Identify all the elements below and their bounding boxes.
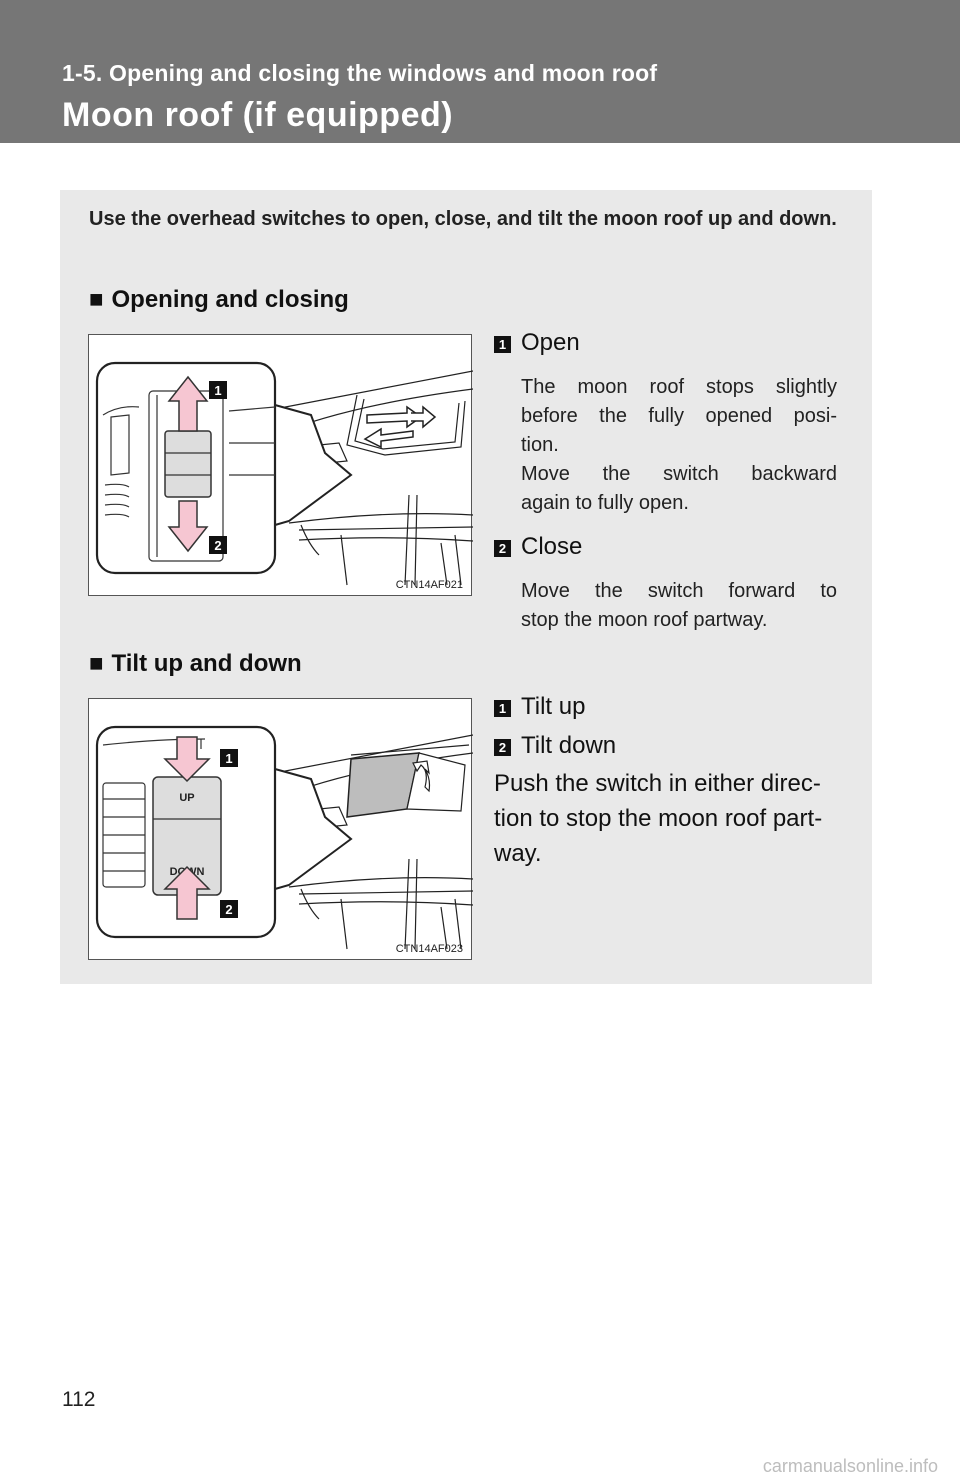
- svg-text:2: 2: [225, 902, 232, 917]
- open-close-illustration: 1 2: [95, 361, 473, 586]
- page-title: Moon roof (if equipped): [62, 96, 454, 134]
- bullet-square-icon: ■: [89, 650, 104, 677]
- watermark: carmanualsonline.info: [762, 1456, 938, 1476]
- svg-text:1: 1: [214, 383, 221, 398]
- item-desc-close: Move the switch forward to stop the moon…: [521, 580, 837, 631]
- figure-open-close-switch: 1 2 CTN14AF021: [88, 334, 473, 596]
- svg-text:2: 2: [214, 538, 221, 553]
- arrow-down-icon: [163, 736, 211, 783]
- number-badge-1: 1: [494, 336, 511, 353]
- arrow-down-icon: [167, 500, 209, 553]
- number-badge-2: 2: [494, 540, 511, 557]
- chapter-header: 1-5. Opening and closing the windows and…: [0, 0, 960, 143]
- intro-text: Use the overhead switches to open, close…: [89, 208, 837, 230]
- heading-tilt: ■ Tilt up and down: [89, 650, 302, 678]
- arrow-up-icon: [167, 375, 209, 432]
- number-badge-2: 2: [494, 739, 511, 756]
- figure-code: CTN14AF023: [395, 943, 463, 955]
- tilt-note: Push the switch in either direc- tion to…: [494, 770, 823, 867]
- item-label-tilt-down: Tilt down: [521, 732, 617, 759]
- item-label-open: Open: [521, 329, 580, 356]
- figure-code: CTN14AF021: [395, 579, 463, 591]
- heading-text: Opening and closing: [111, 286, 349, 313]
- heading-text: Tilt up and down: [111, 650, 302, 677]
- switch-up-label: UP: [179, 792, 194, 804]
- tilt-illustration: UP DOWN 1 2: [95, 725, 473, 950]
- item-label-tilt-up: Tilt up: [521, 693, 586, 720]
- section-title: 1-5. Opening and closing the windows and…: [62, 60, 658, 86]
- figure-tilt-switch: UP DOWN 1 2 CTN14AF023: [88, 698, 473, 960]
- bullet-square-icon: ■: [89, 286, 104, 313]
- svg-text:1: 1: [225, 751, 232, 766]
- heading-opening-closing: ■ Opening and closing: [89, 286, 349, 314]
- item-label-close: Close: [521, 533, 583, 560]
- arrow-up-icon: [163, 865, 211, 920]
- item-desc-open: The moon roof stops slightly before the …: [521, 376, 837, 514]
- number-badge-1: 1: [494, 700, 511, 717]
- page-number: 112: [62, 1388, 96, 1411]
